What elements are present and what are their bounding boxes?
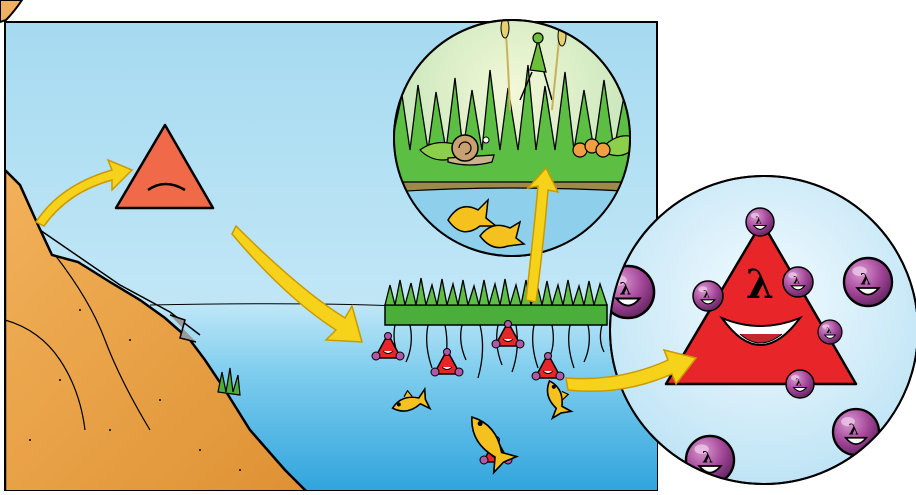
purple-ball-4 [693,281,723,311]
purple-ball-9 [833,409,879,455]
purple-ball-5 [783,267,813,297]
purple-ball-6 [818,320,842,344]
purple-ball-8 [686,436,734,484]
purple-ball-3 [844,258,892,306]
purple-ball-2 [746,208,774,236]
purple-ball-7 [786,370,814,398]
corner-arrow-fragment [0,0,22,22]
triangle-lambda-label: λ [746,261,774,308]
